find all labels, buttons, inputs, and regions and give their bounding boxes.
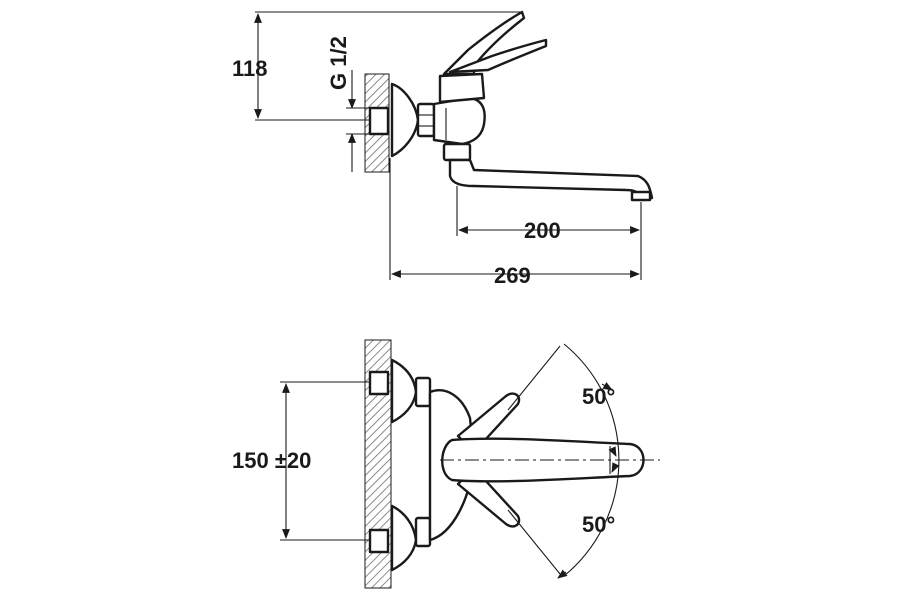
swivel-upper-label: 50°	[582, 384, 615, 409]
mixer-body-side	[432, 96, 486, 146]
lower-connector	[368, 528, 390, 554]
spout-nut	[442, 142, 472, 162]
overall-dimension-label: 269	[494, 263, 531, 288]
spout-ghost-upper	[456, 392, 521, 454]
height-dimension-label: 118	[232, 56, 268, 81]
lower-flange	[390, 504, 418, 572]
overall-dimension-269: 269	[389, 158, 640, 288]
top-view: 150 ±20 50° 50°	[232, 339, 660, 589]
height-dimension-118: 118	[232, 11, 520, 121]
side-view: 118 G 1/2	[232, 10, 654, 288]
wall-flange	[390, 82, 420, 158]
aerator	[630, 190, 652, 202]
hex-nut-side	[416, 102, 436, 138]
upper-nut	[414, 376, 432, 408]
spacing-dimension-label: 150 ±20	[232, 448, 311, 473]
cartridge-cap	[438, 72, 486, 104]
upper-flange	[390, 358, 418, 424]
thread-label: G 1/2	[326, 36, 351, 90]
swivel-lower-label: 50°	[582, 512, 615, 537]
eccentric-connector	[368, 106, 390, 136]
spout-ghost-lower	[456, 466, 521, 528]
thread-dimension: G 1/2	[326, 36, 372, 172]
lever-handle-closed	[448, 38, 548, 74]
spacing-dimension: 150 ±20	[232, 381, 372, 541]
lever-handle-open	[442, 10, 526, 76]
swivel-arc	[563, 343, 620, 577]
spout-dimension-label: 200	[524, 218, 561, 243]
spout-dimension-200: 200	[456, 186, 642, 280]
upper-connector	[368, 370, 390, 396]
lower-nut	[414, 516, 432, 548]
spout-side	[448, 158, 654, 202]
